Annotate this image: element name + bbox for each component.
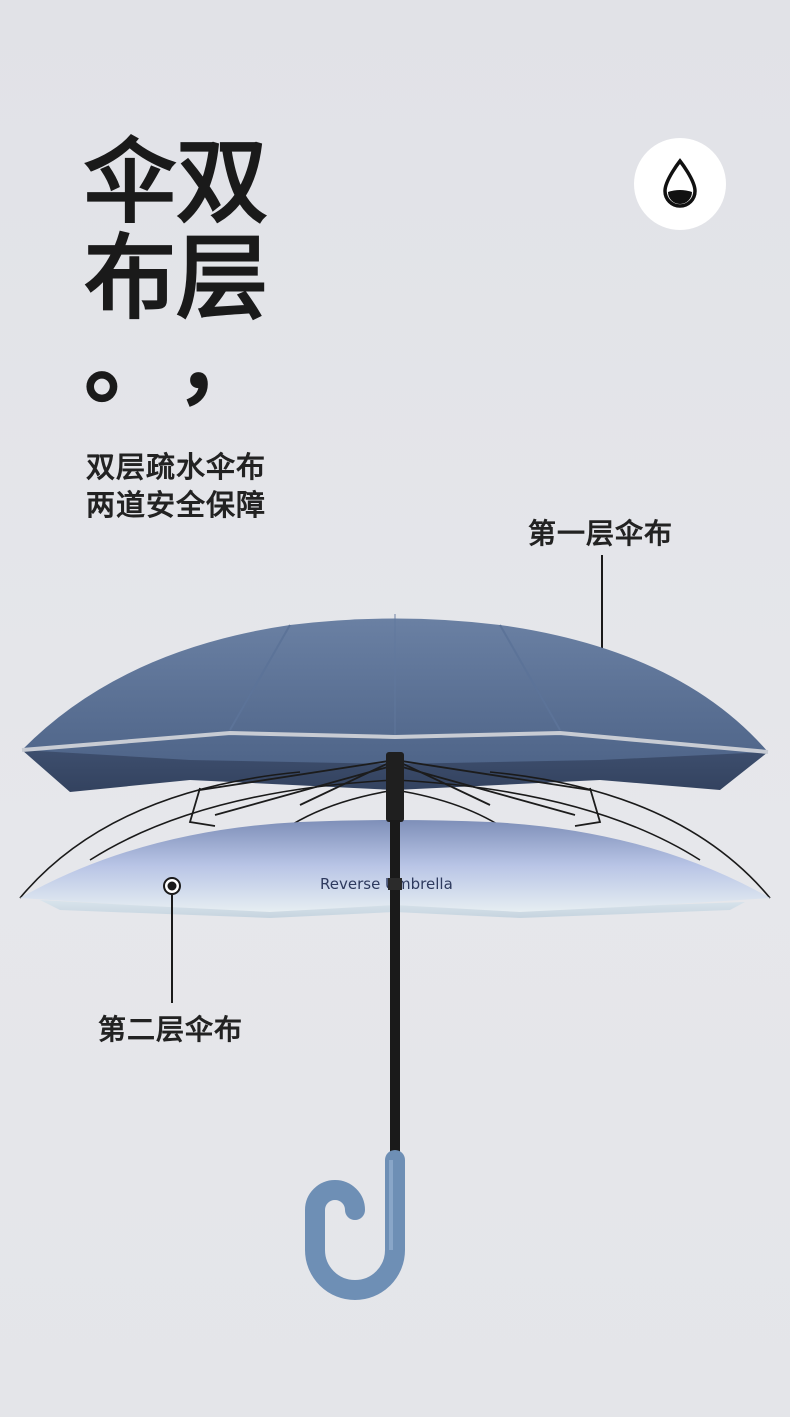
- title-punct: 。: [84, 310, 177, 417]
- title-char: 层: [176, 225, 269, 332]
- title-column-right: 双 层 ，: [176, 135, 268, 419]
- title-column-left: 伞 布 。: [84, 135, 176, 419]
- water-drop-badge: [634, 138, 726, 230]
- water-drop-icon: [663, 158, 697, 208]
- subtitle-line: 双层疏水伞布: [86, 450, 267, 484]
- outer-canopy: [21, 614, 769, 827]
- title-char: 布: [84, 225, 177, 332]
- callout-pointer-layer2: [163, 877, 181, 1003]
- subtitle-line: 两道安全保障: [86, 488, 267, 522]
- callout-label-layer1: 第一层伞布: [528, 517, 674, 550]
- title-char: 双: [176, 129, 269, 236]
- callout-label-layer2: 第二层伞布: [98, 1013, 244, 1046]
- brand-print: Reverse Umbrella: [320, 875, 453, 893]
- subtitle: 双层疏水伞布 两道安全保障: [86, 448, 266, 524]
- c-handle: [305, 1150, 405, 1300]
- title-punct: ，: [176, 310, 269, 417]
- umbrella-shaft: [386, 752, 404, 1165]
- title-char: 伞: [84, 129, 177, 236]
